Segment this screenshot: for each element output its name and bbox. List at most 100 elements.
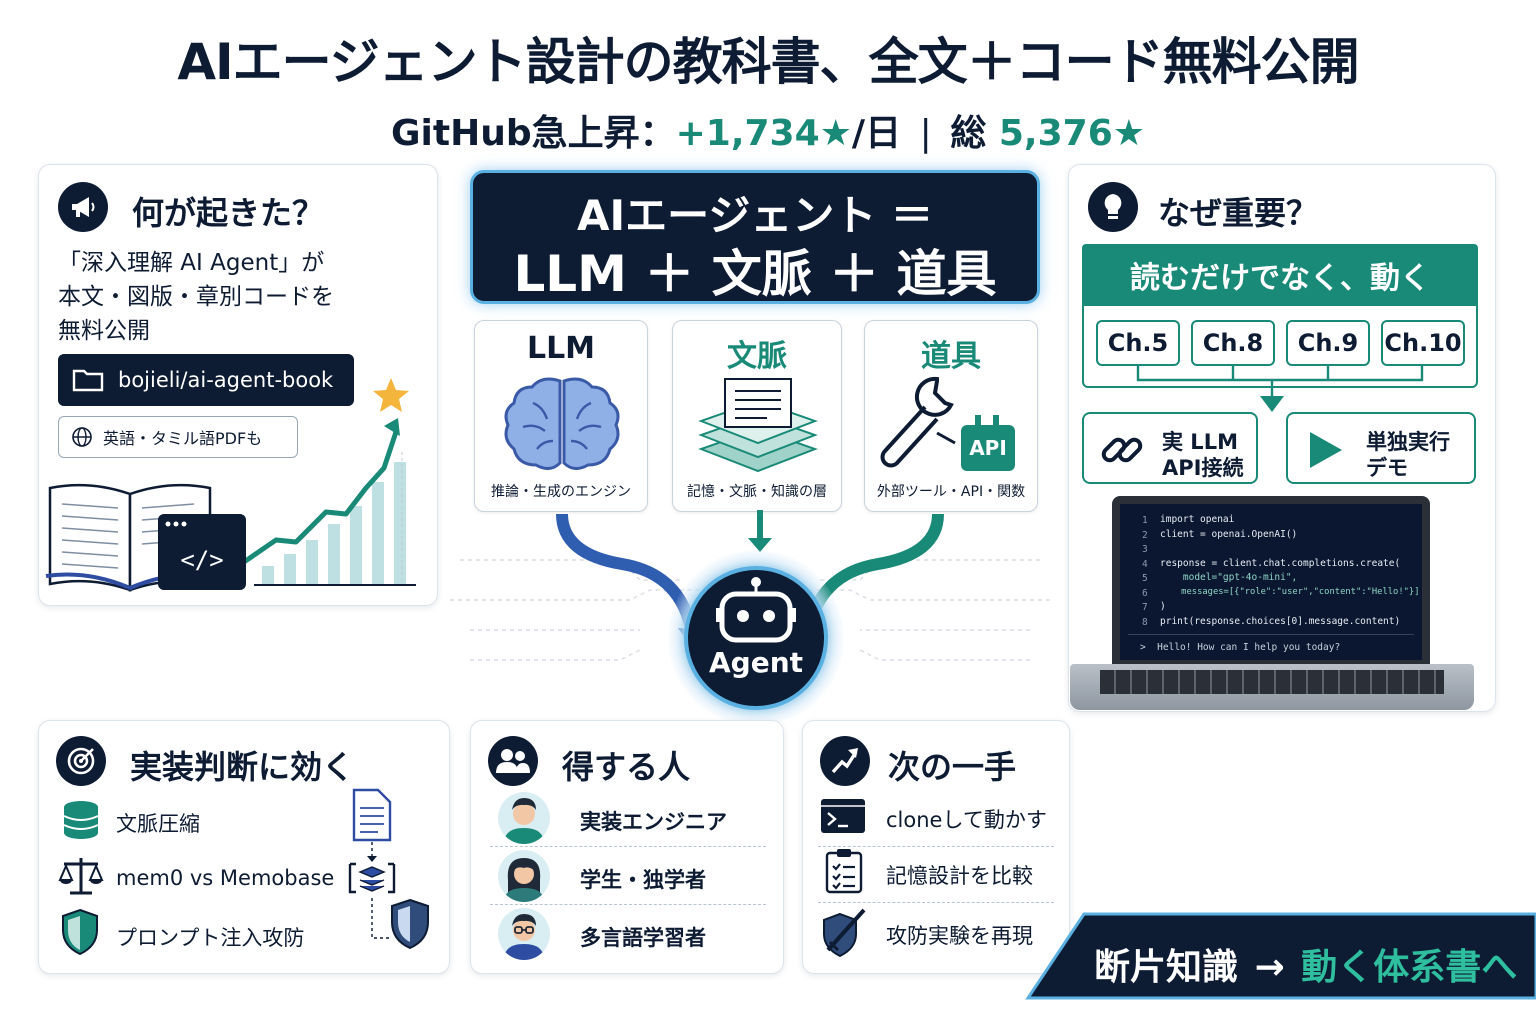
- checklist-icon: [825, 849, 863, 894]
- code-line: print(response.choices[0].message.conten…: [1160, 615, 1401, 627]
- api-connect-line1: 実 LLM: [1162, 430, 1238, 454]
- chapter-label: Ch.10: [1384, 329, 1462, 357]
- users-icon: [488, 736, 538, 786]
- people-item: 学生・独学者: [580, 868, 706, 892]
- chapter-button[interactable]: Ch.5: [1096, 320, 1180, 366]
- tool-card: 道具 API 外部ツール・API・関数: [864, 320, 1038, 512]
- chapter-connectors: [1136, 366, 1424, 412]
- lightbulb-icon: [1088, 182, 1138, 232]
- what-body-line: 本文・図版・章別コードを: [58, 284, 334, 310]
- api-connect-button[interactable]: 実 LLM API接続: [1082, 412, 1258, 484]
- demo-line2: デモ: [1366, 456, 1408, 480]
- formula-line1: AIエージェント ＝: [577, 191, 933, 240]
- people-divider: [490, 904, 766, 905]
- student-avatar: [498, 850, 550, 902]
- next-divider: [818, 846, 1054, 847]
- book-growth-illustration: </>: [45, 378, 416, 592]
- tool-title: 道具: [921, 339, 981, 374]
- shield-icon: [62, 908, 98, 956]
- what-body: 「深入理解 AI Agent」が 本文・図版・章別コードを 無料公開: [58, 246, 334, 348]
- footer-right: 動く体系書へ: [1301, 947, 1518, 988]
- code-line: messages=[{"role":"user","content":"Hell…: [1160, 586, 1420, 597]
- repo-name: bojieli/ai-agent-book: [118, 368, 334, 392]
- why-banner: 読むだけでなく、動く: [1082, 244, 1478, 306]
- agent-label: Agent: [708, 646, 804, 679]
- stats-daily: +1,734★: [675, 113, 852, 154]
- why-title: なぜ重要？: [1158, 194, 1319, 232]
- code-line: response = client.chat.completions.creat…: [1160, 557, 1401, 569]
- footer-text: 断片知識 → 動く体系書へ: [1094, 938, 1517, 990]
- chapter-button[interactable]: Ch.10: [1381, 320, 1465, 366]
- laptop-keyboard: [1100, 670, 1444, 694]
- next-item: 攻防実験を再現: [886, 924, 1033, 948]
- engineer-avatar: [498, 792, 550, 844]
- next-item: cloneして動かす: [886, 808, 1047, 832]
- code-line: model="gpt-4o-mini",: [1160, 572, 1298, 583]
- code-line: ): [1160, 601, 1166, 612]
- context-caption: 記憶・文脈・知識の層: [687, 484, 827, 500]
- people-title: 得する人: [562, 748, 691, 786]
- target-icon: [56, 736, 106, 786]
- tool-caption: 外部ツール・API・関数: [876, 484, 1026, 500]
- globe-icon: [72, 427, 92, 447]
- stats-total: 5,376★: [998, 113, 1146, 154]
- what-title: 何が起きた？: [132, 194, 325, 232]
- next-divider: [818, 902, 1054, 903]
- link-icon: [1101, 437, 1143, 463]
- impl-item: mem0 vs Memobase: [116, 866, 335, 890]
- wrench-icon: [880, 376, 956, 468]
- trend-arrow-icon: [820, 736, 870, 786]
- impl-title: 実装判断に効く: [130, 748, 355, 786]
- next-title: 次の一手: [888, 748, 1017, 786]
- api-connect-line2: API接続: [1162, 456, 1244, 480]
- doc-flow-illustration: [348, 788, 429, 950]
- github-stats: GitHub急上昇：+1,734★/日 | 総 5,376★: [0, 104, 1536, 156]
- layers-document-icon: [698, 378, 818, 473]
- llm-card: LLM 推論・生成のエンジン: [474, 320, 648, 512]
- formula-line2: LLM ＋ 文脈 ＋ 道具: [513, 245, 997, 303]
- people-divider: [490, 846, 766, 847]
- chapter-label: Ch.9: [1297, 329, 1359, 357]
- people-item: 実装エンジニア: [580, 810, 727, 834]
- footer-left: 断片知識: [1094, 947, 1239, 988]
- stats-daily-unit: /日: [851, 113, 902, 154]
- api-pin: [975, 415, 981, 425]
- code-line-numbers: 1 2 3 4 5 6 7 8: [1142, 515, 1148, 628]
- context-card: 文脈 記憶・文脈・知識の層: [672, 320, 842, 512]
- stats-prefix: GitHub急上昇：: [390, 113, 676, 154]
- demo-button[interactable]: 単独実行 デモ: [1286, 412, 1476, 484]
- llm-caption: 推論・生成のエンジン: [491, 484, 631, 500]
- context-title: 文脈: [727, 339, 787, 374]
- code-line: client = openai.OpenAI(): [1160, 528, 1298, 540]
- formula-box: [470, 170, 1040, 304]
- people-item: 多言語学習者: [580, 926, 706, 950]
- api-chip: API: [961, 425, 1015, 471]
- footer-arrow: →: [1254, 947, 1285, 988]
- chapter-button[interactable]: Ch.8: [1191, 320, 1275, 366]
- page-title: AIエージェント設計の教科書、全文＋コード無料公開: [177, 33, 1359, 91]
- shield-sword-icon: [823, 908, 866, 958]
- stats-separator: |: [919, 113, 932, 154]
- pdf-text: 英語・タミル語PDFも: [103, 429, 263, 448]
- scale-icon: [58, 858, 104, 895]
- brain-icon: [504, 377, 620, 470]
- chapter-label: Ch.8: [1202, 329, 1264, 357]
- code-line: import openai: [1160, 514, 1235, 525]
- megaphone-icon: [58, 182, 108, 232]
- repo-link[interactable]: bojieli/ai-agent-book: [58, 354, 354, 406]
- impl-item: 文脈圧縮: [116, 812, 200, 836]
- database-icon: [63, 801, 99, 839]
- what-body-line: 「深入理解 AI Agent」が: [58, 250, 325, 276]
- api-pin: [993, 415, 999, 425]
- svg-text:</>: </>: [180, 546, 223, 574]
- play-icon: [1310, 432, 1342, 468]
- chapter-button[interactable]: Ch.9: [1286, 320, 1370, 366]
- code-divider: [1128, 634, 1414, 635]
- chapter-label: Ch.5: [1107, 329, 1169, 357]
- pdf-badge[interactable]: 英語・タミル語PDFも: [58, 416, 298, 458]
- folder-icon: [72, 369, 104, 392]
- code-output: > Hello! How can I help you today?: [1140, 642, 1341, 653]
- next-item: 記憶設計を比較: [886, 864, 1033, 888]
- impl-item: プロンプト注入攻防: [116, 926, 305, 950]
- robot-icon: [716, 577, 796, 643]
